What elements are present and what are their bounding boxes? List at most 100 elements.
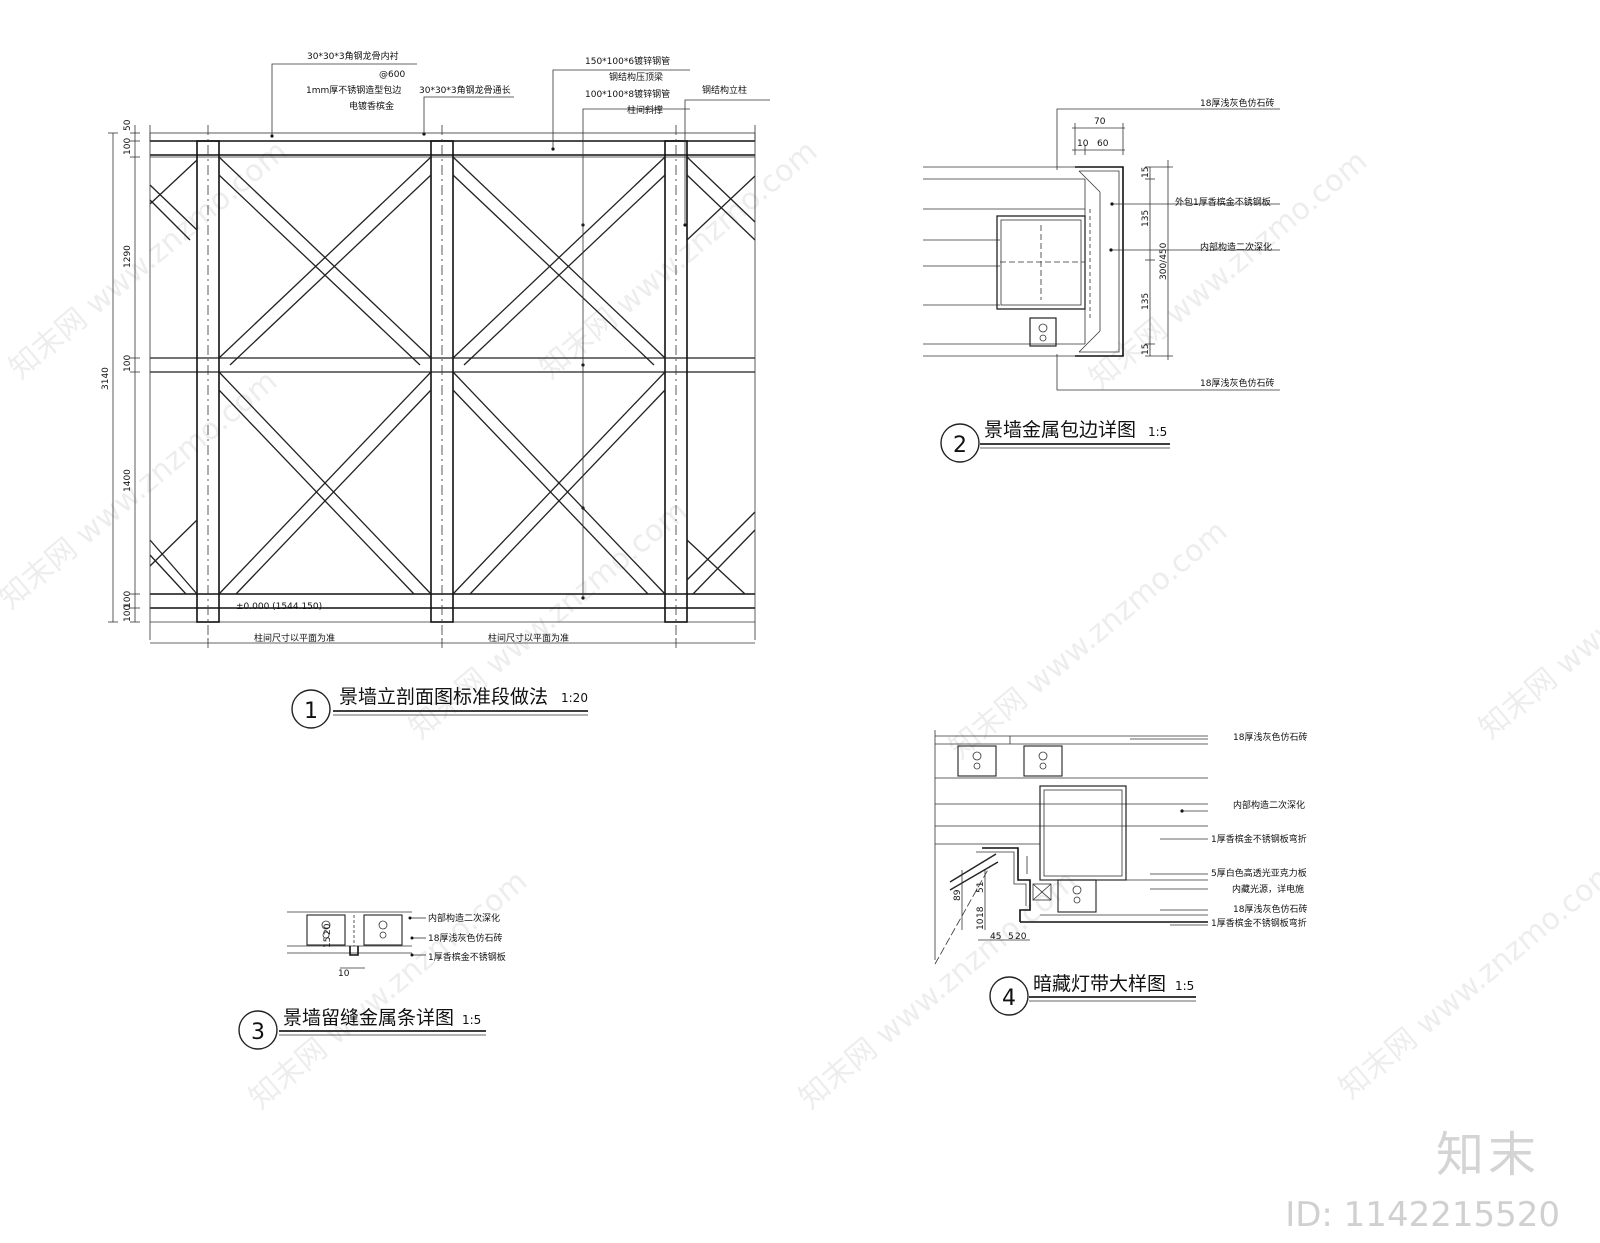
detail-scale: 1:20 bbox=[561, 691, 588, 705]
note-inner: 内部构造二次深化 bbox=[428, 912, 500, 924]
dim-10: 10 bbox=[976, 918, 986, 930]
dim-20: 20 bbox=[1015, 932, 1027, 942]
note-steel-fold: 1厚香槟金不锈钢板弯折 bbox=[1211, 917, 1307, 929]
note-inner: 内部构造二次深化 bbox=[1200, 241, 1272, 253]
detail-number-circle bbox=[989, 976, 1029, 1016]
note-acrylic: 5厚白色高透光亚克力板 bbox=[1211, 867, 1307, 879]
leader-line bbox=[423, 96, 514, 134]
note-light-source: 内藏光源，详电施 bbox=[1232, 883, 1304, 895]
detail-number: 4 bbox=[1002, 986, 1016, 1011]
watermark-text: 知末网 www.znzmo.com bbox=[0, 364, 284, 616]
light-source bbox=[1032, 883, 1052, 901]
note-steel: 1厚香槟金不锈钢板 bbox=[428, 951, 506, 963]
watermark-text: 知末网 www.znzmo.com bbox=[243, 864, 534, 1116]
leader-line bbox=[271, 63, 417, 136]
dim-135: 135 bbox=[1141, 210, 1151, 227]
dim-51: 51 bbox=[976, 882, 986, 893]
note-brace: 柱间斜撑 bbox=[627, 104, 663, 116]
detail-2-metal-edge: 70 10 60 15 135 300/450 135 15 18厚浅灰色仿石砖… bbox=[923, 97, 1280, 463]
dim-1400: 1400 bbox=[123, 469, 133, 492]
leader-line bbox=[684, 99, 770, 225]
dim-135: 135 bbox=[1141, 293, 1151, 310]
detail-1-elevation: 30*30*3角钢龙骨内衬 @600 1mm厚不锈钢造型包边 电镀香槟金 30*… bbox=[101, 50, 770, 729]
detail-title: 景墙立剖面图标准段做法 bbox=[339, 686, 548, 708]
diagonal-braces-bay-2 bbox=[452, 156, 666, 595]
detail-number-circle bbox=[291, 689, 331, 729]
detail-number: 3 bbox=[251, 1020, 265, 1045]
detail-number: 1 bbox=[304, 699, 318, 724]
dim-15: 15 bbox=[1141, 344, 1151, 355]
dim-45: 45 bbox=[990, 932, 1001, 942]
dim-20: 20 bbox=[323, 923, 333, 935]
watermark-text: 知末网 www.znzmo.com bbox=[533, 134, 824, 386]
note-stone: 18厚浅灰色仿石砖 bbox=[428, 932, 502, 944]
leader-line bbox=[552, 69, 690, 149]
dim-5: 5 bbox=[1008, 932, 1014, 942]
note-angle-lining: 30*30*3角钢龙骨内衬 bbox=[307, 50, 399, 62]
dim-15: 15 bbox=[323, 937, 333, 948]
detail-title: 景墙金属包边详图 bbox=[984, 419, 1136, 441]
dim-89: 89 bbox=[953, 889, 963, 901]
note-steel-edge: 1mm厚不锈钢造型包边 bbox=[306, 84, 401, 96]
note-champagne: 电镀香槟金 bbox=[349, 100, 394, 112]
dim-100: 100 bbox=[123, 591, 133, 608]
fixing-clip bbox=[1029, 317, 1057, 347]
watermark-layer: 知末网 www.znzmo.com 知末网 www.znzmo.com 知末网 … bbox=[0, 134, 1600, 1116]
detail-title: 暗藏灯带大样图 bbox=[1033, 973, 1166, 995]
leader-line bbox=[582, 108, 690, 598]
note-spacing: @600 bbox=[379, 70, 405, 80]
fixing-clip bbox=[1023, 745, 1063, 777]
watermark-text: 知末网 www.znzmo.com bbox=[1333, 854, 1600, 1106]
detail-title: 景墙留缝金属条详图 bbox=[283, 1007, 454, 1029]
fixing-clip bbox=[306, 914, 346, 946]
level-mark: ±0.000 (1544.150) bbox=[236, 602, 322, 612]
note-pipe-100: 100*100*8镀锌钢管 bbox=[585, 88, 670, 100]
top-cap-angle bbox=[149, 132, 756, 142]
dim-70: 70 bbox=[1094, 117, 1106, 127]
note-stone: 18厚浅灰色仿石砖 bbox=[1233, 731, 1307, 743]
note-stone: 18厚浅灰色仿石砖 bbox=[1233, 903, 1307, 915]
note-top-stone: 18厚浅灰色仿石砖 bbox=[1200, 97, 1274, 109]
detail-scale: 1:5 bbox=[1175, 979, 1194, 993]
dim-100: 100 bbox=[123, 355, 133, 372]
metal-gap-strip bbox=[349, 946, 359, 956]
note-pipe-150: 150*100*6镀锌钢管 bbox=[585, 55, 670, 67]
dim-10: 10 bbox=[1077, 139, 1089, 149]
watermark-text: 知末网 www.znzmo.com bbox=[3, 134, 294, 386]
detail-scale: 1:5 bbox=[1148, 425, 1167, 439]
dim-100: 100 bbox=[123, 138, 133, 155]
dim-50: 50 bbox=[123, 119, 133, 131]
champagne-edge-wrap bbox=[1075, 166, 1124, 357]
detail-number: 2 bbox=[953, 433, 967, 458]
note-angle-continuous: 30*30*3角钢龙骨通长 bbox=[419, 84, 511, 96]
note-column: 钢结构立柱 bbox=[702, 84, 747, 96]
steel-tube-section bbox=[1039, 785, 1127, 881]
dim-1290: 1290 bbox=[123, 245, 133, 268]
note-bottom-stone: 18厚浅灰色仿石砖 bbox=[1200, 377, 1274, 389]
fixing-clip bbox=[957, 745, 997, 777]
watermark-text: 知末网 www.znzmo.com bbox=[1473, 494, 1600, 746]
fixing-clip bbox=[1057, 879, 1097, 913]
diagonal-braces-bay-1 bbox=[218, 156, 432, 595]
brand-logo: 知末 bbox=[1435, 1127, 1540, 1183]
image-id: ID: 1142215520 bbox=[1285, 1195, 1560, 1235]
detail-number-circle bbox=[940, 423, 980, 463]
dim-span-b: 柱间尺寸以平面为准 bbox=[488, 632, 569, 644]
dim-300-450: 300/450 bbox=[1159, 242, 1169, 280]
dim-60: 60 bbox=[1097, 139, 1109, 149]
dim-10: 10 bbox=[338, 969, 350, 979]
dim-span-a: 柱间尺寸以平面为准 bbox=[254, 632, 335, 644]
note-inner: 内部构造二次深化 bbox=[1233, 799, 1305, 811]
dim-3140: 3140 bbox=[101, 367, 111, 390]
watermark-text: 知末网 www.znzmo.com bbox=[1083, 144, 1374, 396]
folded-champagne-steel bbox=[982, 847, 1031, 922]
note-wrap: 外包1厚香槟金不锈钢板 bbox=[1175, 196, 1271, 208]
fixing-clip bbox=[363, 914, 403, 946]
watermark-text: 知末网 www.znzmo.com bbox=[943, 514, 1234, 766]
watermark-text: 知末网 www.znzmo.com bbox=[403, 494, 694, 746]
dim-18: 18 bbox=[976, 906, 986, 918]
detail-4-light-strip: 18厚浅灰色仿石砖 内部构造二次深化 1厚香槟金不锈钢板弯折 5厚白色高透光亚克… bbox=[934, 730, 1307, 1016]
detail-scale: 1:5 bbox=[462, 1013, 481, 1027]
detail-3-gap-strip: 内部构造二次深化 18厚浅灰色仿石砖 1厚香槟金不锈钢板 15 20 10 3 … bbox=[238, 911, 506, 1050]
